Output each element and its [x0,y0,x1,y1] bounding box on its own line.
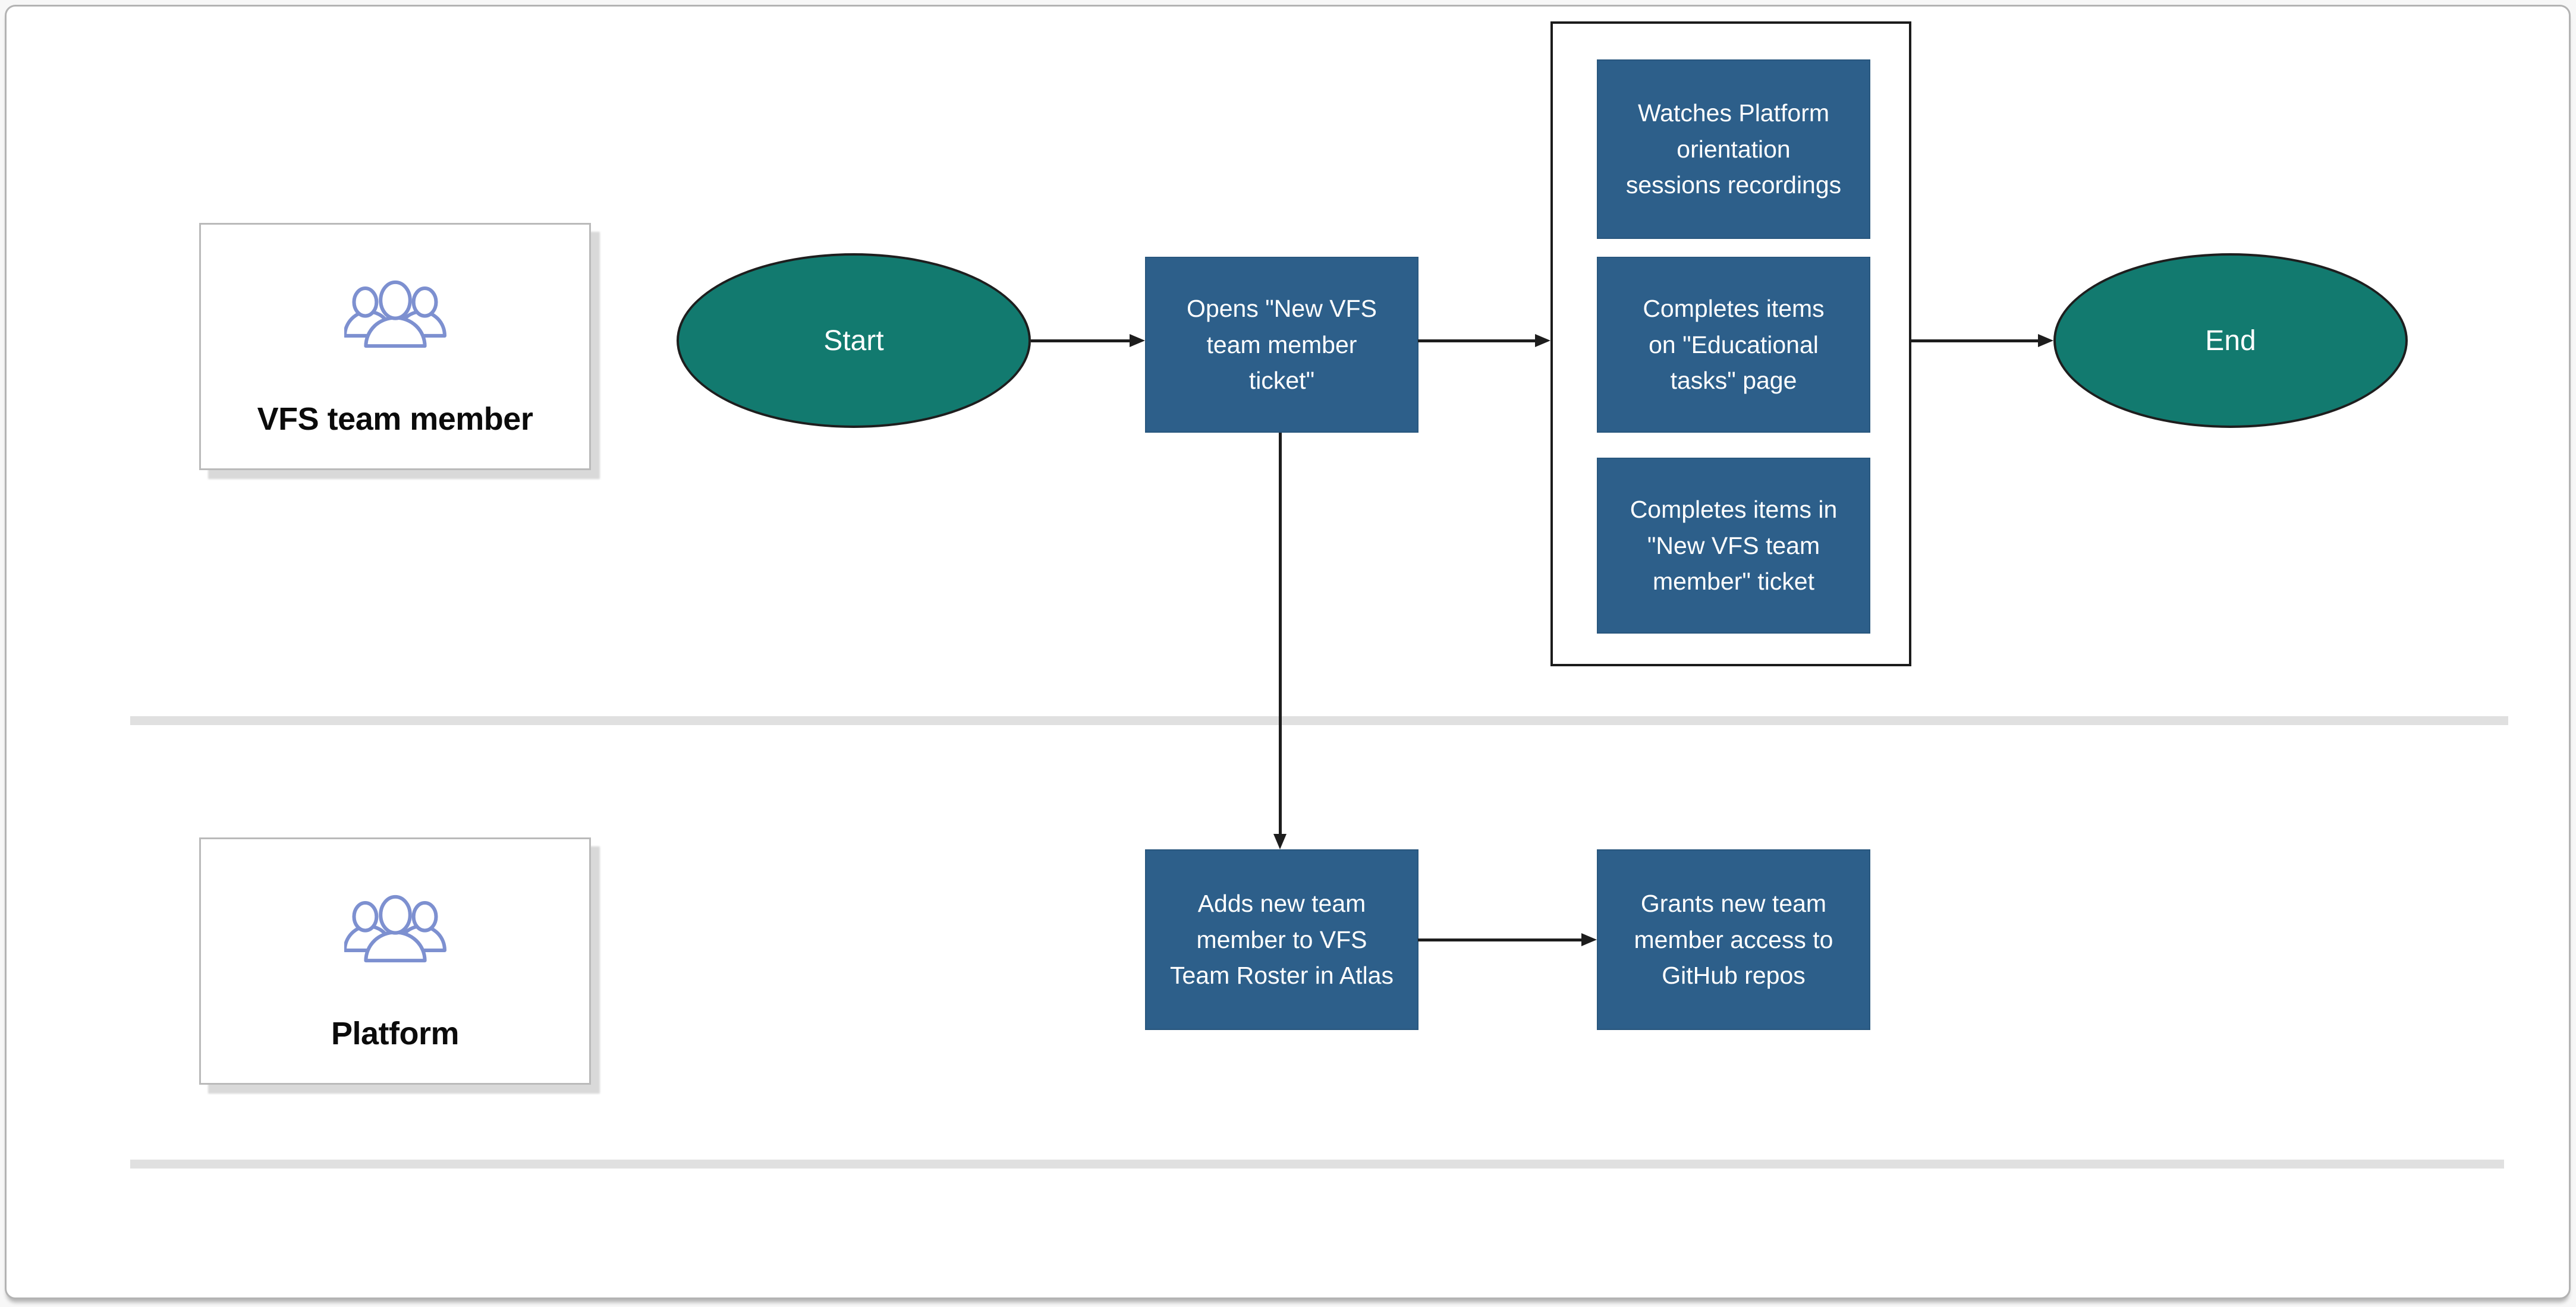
end-node-label: End [2205,325,2256,357]
arrowhead-opens-to-adds-roster [1273,834,1287,849]
process-ticket-items-label: Completes items in "New VFS team member"… [1630,495,1838,596]
arrow-opens-to-group [1418,339,1535,342]
task-group-container [1550,21,1911,666]
process-grants-github-label: Grants new team member access to GitHub … [1634,889,1833,990]
lane-divider-1 [130,716,2508,725]
arrowhead-start-to-opens [1130,334,1145,347]
process-adds-roster: Adds new team member to VFS Team Roster … [1145,849,1418,1030]
process-ticket-items: Completes items in "New VFS team member"… [1597,458,1870,634]
process-grants-github: Grants new team member access to GitHub … [1597,849,1870,1030]
process-adds-roster-label: Adds new team member to VFS Team Roster … [1170,889,1394,990]
process-opens-ticket-label: Opens "New VFS team member ticket" [1187,294,1377,395]
start-node: Start [677,253,1031,428]
actor-label-platform: Platform [331,1016,460,1051]
arrowhead-adds-to-grants [1581,933,1597,946]
arrowhead-opens-to-group [1535,334,1550,347]
actor-box-platform: Platform [199,837,591,1085]
lane-divider-2 [130,1160,2504,1169]
actor-box-vfs-team-member: VFS team member [199,223,591,470]
arrow-opens-to-adds-roster [1279,433,1282,834]
process-educational-tasks: Completes items on "Educational tasks" p… [1597,257,1870,433]
end-node: End [2053,253,2408,428]
process-watches-recordings: Watches Platform orientation sessions re… [1597,59,1870,239]
people-group-icon [342,894,446,964]
arrow-group-to-end [1911,339,2038,342]
arrow-start-to-opens [1031,339,1130,342]
start-node-label: Start [823,325,884,357]
arrowhead-group-to-end [2038,334,2053,347]
process-opens-ticket: Opens "New VFS team member ticket" [1145,257,1418,433]
process-educational-tasks-label: Completes items on "Educational tasks" p… [1643,294,1825,395]
diagram-canvas: VFS team member Platform Start Opens "Ne… [5,5,2571,1299]
people-group-icon [342,279,446,349]
process-watches-recordings-label: Watches Platform orientation sessions re… [1625,99,1842,199]
arrow-adds-to-grants [1418,938,1581,941]
actor-label-vfs-team-member: VFS team member [257,401,533,437]
